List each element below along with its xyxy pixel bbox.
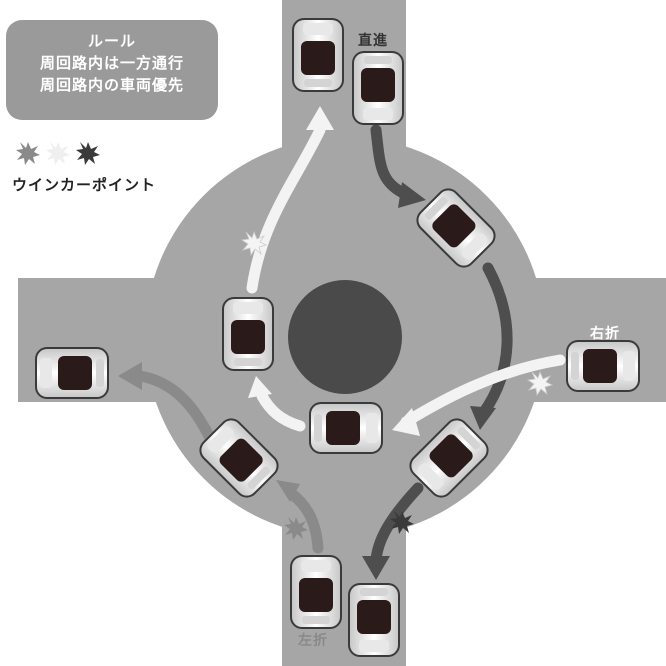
rules-line-priority: 周回路内の車両優先 — [39, 76, 184, 94]
label-left-turn: 左折 — [298, 633, 328, 649]
legend-burst-grey — [16, 142, 40, 165]
central-island — [288, 280, 402, 394]
car-icon — [309, 402, 383, 454]
signal-burst-upper-left — [240, 230, 268, 257]
straight-route-arrowheads — [362, 182, 496, 580]
car-icon — [35, 347, 109, 399]
car-icon — [222, 297, 274, 371]
left-turn-route-arrowheads — [118, 362, 300, 502]
legend-burst-dark — [76, 142, 100, 165]
legend-label: ウインカーポイント — [12, 176, 157, 194]
rules-line-one-way: 周回路内は一方通行 — [39, 54, 184, 72]
straight-route-arrow — [370, 124, 513, 566]
label-straight: 直進 — [358, 33, 388, 49]
car-icon — [348, 583, 400, 657]
car-icon — [566, 340, 640, 392]
car-icon — [352, 51, 404, 125]
signal-burst-straight-exit — [390, 511, 414, 534]
label-right-turn: 右折 — [590, 326, 620, 342]
legend-burst-white — [46, 142, 70, 165]
rules-box: ルール 周回路内は一方通行 周回路内の車両優先 — [6, 20, 218, 120]
car-icon — [290, 555, 342, 629]
signal-burst-right — [526, 370, 554, 397]
right-turn-route-arrowheads — [248, 106, 420, 436]
right-turn-route-arrow — [246, 124, 566, 432]
signal-burst-left-exit — [284, 517, 308, 540]
rules-title: ルール — [87, 32, 136, 50]
left-turn-route-arrow — [134, 370, 324, 554]
car-icon — [292, 18, 344, 92]
